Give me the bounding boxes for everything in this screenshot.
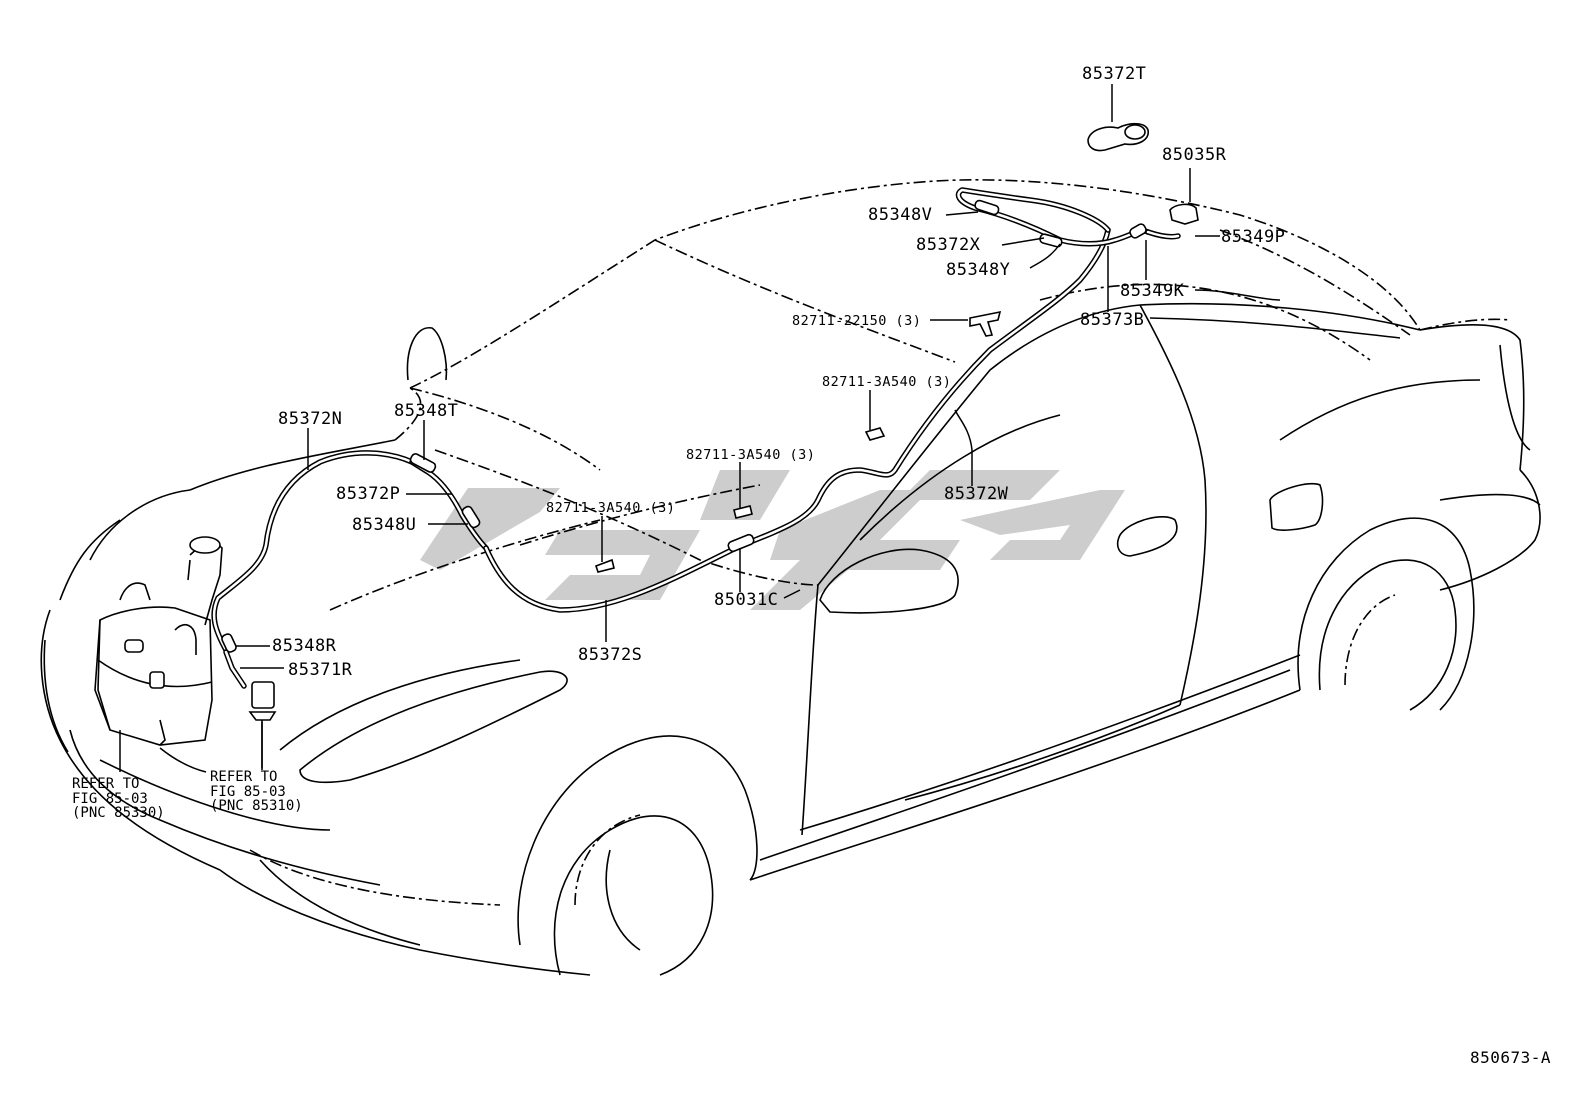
callout-85348R: 85348R (272, 636, 337, 656)
callout-85372X: 85372X (916, 235, 981, 255)
callout-85372P: 85372P (336, 484, 401, 504)
callout-82711-3A540-cowl: 82711-3A540 (3) (546, 500, 676, 516)
callout-82711-3A540-pillar: 82711-3A540 (3) (686, 447, 816, 463)
figure-code: 850673-A (1470, 1048, 1552, 1067)
callout-85372S: 85372S (578, 645, 643, 665)
callout-85035R: 85035R (1162, 145, 1227, 165)
washer-tank (94, 536, 277, 770)
leader-lines (119, 84, 1401, 773)
callout-85372W: 85372W (944, 484, 1009, 504)
callout-85371R: 85371R (288, 660, 353, 680)
callout-85348Y: 85348Y (946, 260, 1011, 280)
callout-85349K: 85349K (1120, 281, 1185, 301)
car-body (40, 179, 1541, 976)
callout-85372T: 85372T (1082, 64, 1147, 84)
clamps (594, 310, 1002, 573)
callout-85348T: 85348T (394, 401, 459, 421)
callout-82711-22150: 82711-22150 (3) (792, 313, 922, 329)
callout-82711-3A540-roof: 82711-3A540 (3) (822, 374, 952, 390)
hose-joints (221, 199, 1147, 653)
washer-hoses (211, 187, 1181, 689)
callout-85373B: 85373B (1080, 310, 1145, 330)
callout-85349P: 85349P (1221, 227, 1286, 247)
callout-85372N: 85372N (278, 409, 343, 429)
callout-85031C: 85031C (714, 590, 779, 610)
reference-note-pump: REFER TO FIG 85-03 (PNC 85310) (210, 769, 303, 814)
callout-85348V: 85348V (868, 205, 933, 225)
callout-85348U: 85348U (352, 515, 417, 535)
reference-note-tank: REFER TO FIG 85-03 (PNC 85330) (72, 776, 165, 821)
rear-nozzle (1087, 122, 1199, 225)
